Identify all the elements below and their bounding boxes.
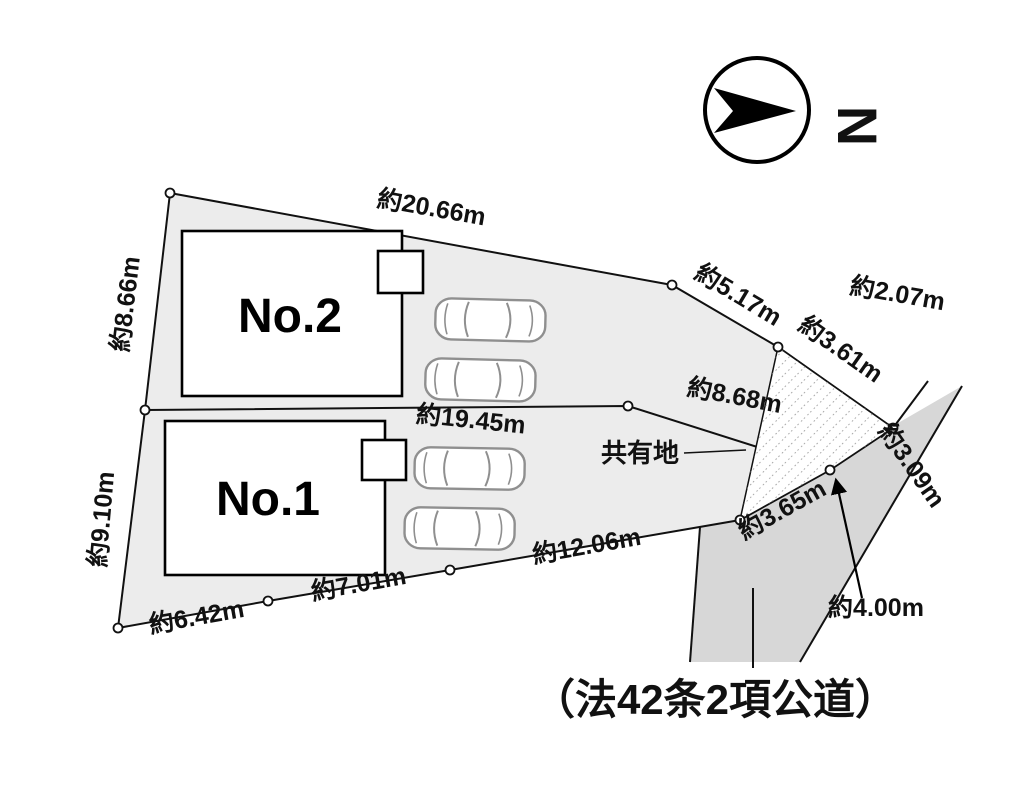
road-lower-edge-line (689, 526, 701, 663)
car-icon (403, 505, 517, 552)
building-no2-porch (376, 249, 425, 295)
road-width-label: 約4.00m (828, 593, 924, 622)
compass-needle-icon (714, 88, 796, 133)
shared-area-hatch-pattern (740, 347, 893, 520)
north-compass: N (703, 56, 889, 164)
vertex-marker (824, 464, 836, 476)
road-upper-boundary-segment (892, 380, 929, 429)
building-no1-porch (360, 438, 408, 482)
vertex-marker (112, 622, 124, 634)
vertex-marker (622, 400, 634, 412)
dim-right-top-label: 約2.07m (848, 271, 947, 316)
vertex-markers (112, 187, 899, 634)
shared-area-leader-line (683, 449, 747, 454)
building-no2: No.2 (180, 229, 425, 398)
vertex-marker (887, 422, 899, 434)
road-surface (690, 386, 962, 662)
vertex-marker (444, 564, 456, 576)
vertex-marker (139, 404, 151, 416)
dim-left-upper-edge-label: 約8.66m (105, 255, 145, 354)
vertex-marker (734, 514, 746, 526)
building-no1: No.1 (163, 419, 408, 577)
north-label: N (826, 106, 889, 146)
building-no2-label: No.2 (238, 290, 342, 343)
road-width-arrow (830, 477, 864, 599)
road-name-label: （法42条2項公道） (533, 676, 897, 723)
vertex-marker (666, 279, 678, 291)
car-icon (423, 356, 538, 404)
vertex-marker (262, 595, 274, 607)
dim-top-edge-label: 約20.66m (375, 184, 488, 232)
car-icon (413, 445, 527, 492)
vertex-marker (772, 341, 784, 353)
vertex-marker (164, 187, 176, 199)
building-no2-outline (180, 229, 404, 398)
road-outer-edge-line (799, 385, 963, 663)
building-no1-outline (163, 419, 387, 577)
car-icon (433, 296, 548, 344)
shared-area-label: 共有地 (601, 438, 679, 468)
dim-left-lower-edge-label: 約9.10m (83, 470, 120, 568)
building-no1-label: No.1 (216, 473, 320, 526)
